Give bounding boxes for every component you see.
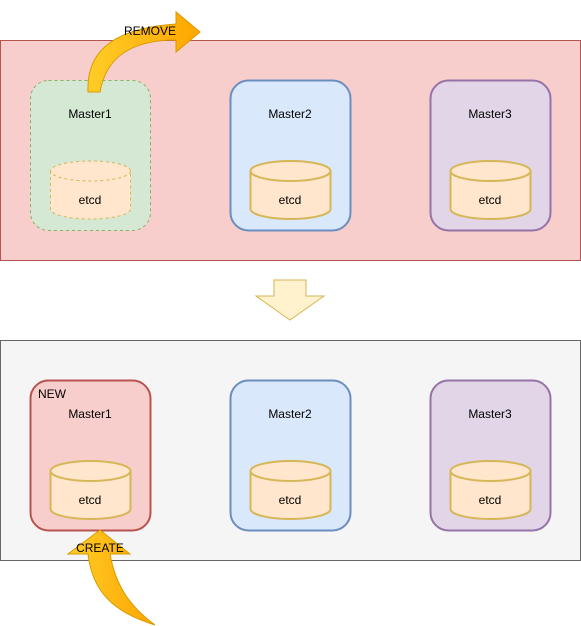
top-node-master1-label: Master1 (68, 107, 112, 121)
create-arrow: CREATE (66, 529, 156, 626)
bottom-cluster-panel: NEW Master1 etcd Master2 etcd Master3 (0, 340, 581, 561)
bottom-node-master1-etcd-cylinder (49, 460, 132, 520)
top-node-master2-etcd-cylinder (249, 160, 332, 220)
new-badge: NEW (38, 387, 67, 401)
bottom-node-master3-etcd-cylinder (449, 460, 532, 520)
bottom-node-master1-label: Master1 (68, 407, 112, 421)
bottom-node-master3-etcd-label: etcd (479, 493, 502, 507)
bottom-node-master1-etcd-label: etcd (79, 493, 102, 507)
transition-down-arrow (254, 279, 326, 321)
top-node-master1: Master1 etcd (30, 80, 151, 231)
remove-arrow-label: REMOVE (124, 24, 176, 38)
bottom-node-master3: Master3 etcd (429, 379, 552, 532)
remove-arrow: REMOVE (87, 10, 201, 93)
bottom-node-master2-label: Master2 (268, 407, 312, 421)
top-node-master2-etcd-label: etcd (279, 193, 302, 207)
bottom-node-master2-etcd-label: etcd (279, 493, 302, 507)
bottom-node-master2-etcd-cylinder (249, 460, 332, 520)
bottom-node-master2: Master2 etcd (229, 379, 352, 532)
top-node-master3: Master3 etcd (429, 79, 552, 232)
top-node-master1-etcd-label: etcd (79, 193, 102, 207)
top-node-master3-etcd-label: etcd (479, 193, 502, 207)
bottom-node-master1: NEW Master1 etcd (29, 379, 152, 532)
bottom-node-master3-label: Master3 (468, 407, 512, 421)
create-arrow-label: CREATE (76, 541, 124, 555)
remove-arrow-shape (87, 10, 201, 93)
create-arrow-shape (66, 529, 156, 626)
top-cluster-panel: Master1 etcd Master2 etcd Master3 (0, 40, 581, 261)
top-node-master2: Master2 etcd (229, 79, 352, 232)
top-node-master3-etcd-cylinder (449, 160, 532, 220)
top-node-master3-label: Master3 (468, 107, 512, 121)
top-node-master2-label: Master2 (268, 107, 312, 121)
top-node-master1-etcd-cylinder (50, 160, 131, 220)
